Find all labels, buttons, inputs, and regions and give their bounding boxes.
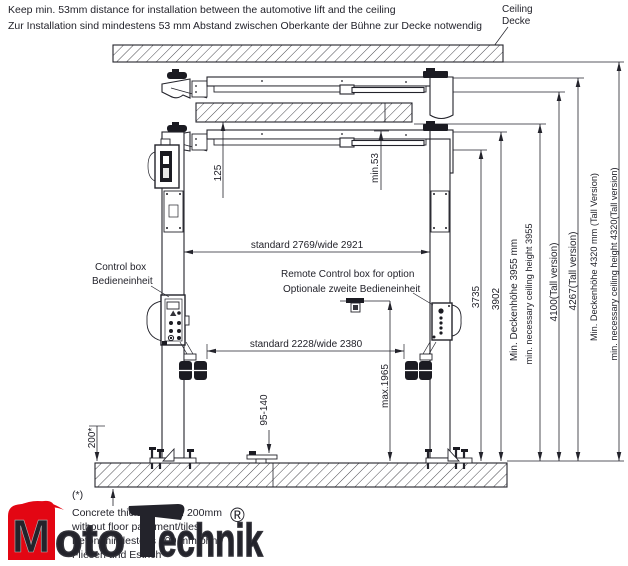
left-carriage — [163, 190, 184, 233]
control-button — [177, 329, 181, 333]
brand-logo: M oto echnik ® — [8, 500, 264, 566]
dim-ceiling-min-tall-de: Min. Deckenhöhe 4320 mm (Tall Version) — [589, 173, 599, 341]
dim-125: 125 — [213, 164, 224, 181]
min-ceiling-band — [195, 102, 546, 125]
logo-technik: echnik — [158, 514, 263, 566]
right-column — [429, 138, 451, 459]
logo-hammer-t-icon — [128, 504, 185, 557]
remote-button — [439, 316, 443, 320]
right-arm-pads — [405, 341, 437, 380]
dim-95-140: 95-140 — [259, 394, 270, 426]
dim-ceiling-min-tall-en: min. necessary ceiling height 4320(Tall … — [609, 167, 619, 360]
floor-slab — [94, 460, 624, 488]
dim-4100: 4100(Tall version) — [549, 243, 560, 322]
control-button — [169, 321, 173, 325]
control-box-display — [166, 301, 180, 310]
remote-box-label-en: Remote Control box for option — [281, 269, 414, 280]
left-arm-pads — [179, 341, 207, 380]
motor-housing-tall — [429, 76, 454, 120]
ceiling-label-de: Decke — [502, 16, 531, 27]
remote-button — [439, 321, 443, 325]
left-column-motor-unit — [147, 138, 180, 189]
footnote-marker: (*) — [72, 489, 83, 501]
footnote-line4: Fliesen und Estrich — [72, 549, 161, 561]
control-box-label-en: Control box — [95, 262, 146, 273]
dim-max1965: max.1965 — [380, 364, 391, 408]
control-button — [177, 321, 181, 325]
dim-ceiling-min-en: min. necessary ceiling height 3955 — [524, 224, 534, 365]
dim-200: 200* — [87, 428, 98, 449]
right-column-base — [425, 447, 473, 469]
ceiling-leader-line — [493, 26, 509, 47]
control-button — [169, 329, 173, 333]
remote-button — [439, 326, 443, 330]
dim-ceiling-min-de: Min. Deckenhöhe 3955 mm — [509, 239, 520, 361]
remote-box-leader — [412, 292, 434, 306]
control-box-leader — [150, 285, 170, 298]
registered-trademark-icon: ® — [230, 505, 245, 527]
remote-box-label-de: Optionale zweite Bedieneinheit — [283, 284, 421, 295]
floor-pedestal — [246, 451, 278, 464]
remote-button — [439, 331, 443, 335]
dim-min53: min.53 — [370, 153, 381, 183]
left-column-base — [149, 447, 197, 469]
dim-3735: 3735 — [471, 285, 482, 308]
dim-width-top: standard 2769/wide 2921 — [251, 240, 364, 251]
right-carriage — [430, 190, 450, 233]
crossbeam-tall-position — [161, 68, 584, 120]
logo-oto: oto — [55, 514, 125, 566]
control-box — [146, 294, 190, 346]
footnote-line2: without floor pavement/tiles — [71, 521, 199, 533]
logo-red-badge — [8, 500, 55, 560]
ceiling-label-en: Ceiling — [502, 4, 533, 15]
warning-triangle-icon — [170, 310, 177, 316]
dim-3902: 3902 — [491, 287, 502, 310]
note-clearance-de: Zur Installation sind mindestens 53 mm A… — [8, 20, 482, 32]
control-box-label-de: Bedieneinheit — [92, 276, 153, 287]
logo-letter-m: M — [12, 510, 50, 562]
ceiling-slab — [112, 44, 624, 63]
note-clearance-en: Keep min. 53mm distance for installation… — [8, 4, 396, 16]
dim-width-bottom: standard 2228/wide 2380 — [250, 339, 363, 350]
dim-4267: 4267(Tall version) — [568, 232, 579, 311]
height-limit-sensor — [340, 298, 390, 313]
remote-control-box — [431, 302, 462, 341]
